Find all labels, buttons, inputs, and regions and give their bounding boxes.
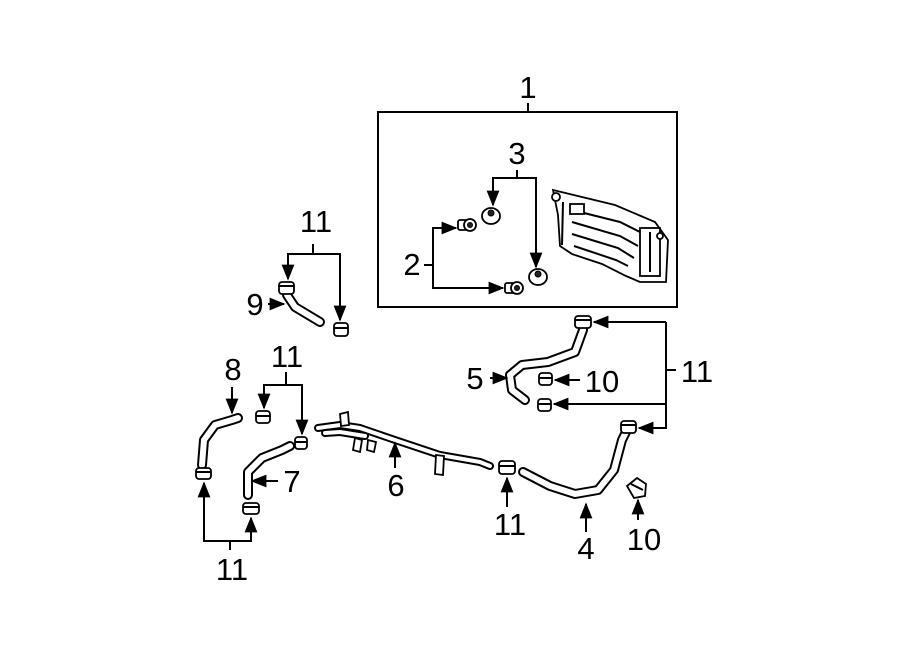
- callout-6: 6: [387, 468, 404, 503]
- mount-bolt-lower: [504, 281, 524, 295]
- callout-7: 7: [283, 464, 300, 499]
- callout-8: 8: [224, 352, 241, 387]
- hose-clamp-7-right: [294, 436, 308, 450]
- callout-10-lower: 10: [627, 522, 661, 557]
- clamp-10-upper: [538, 372, 553, 386]
- leader-line-11a-left: [281, 244, 314, 281]
- grommet-lower: [528, 268, 548, 286]
- leader-line-11e-left: [197, 481, 230, 542]
- hose-clamp-7-bottom: [242, 502, 260, 515]
- leader-line-3b: [517, 177, 543, 269]
- grommet-upper: [481, 207, 501, 225]
- hose-7: [243, 441, 295, 500]
- hose-4: [518, 427, 631, 499]
- hose-9: [282, 290, 325, 327]
- hose-8: [197, 413, 243, 470]
- pipe-assembly-6: [314, 410, 494, 477]
- oil-cooler-assembly-group: [377, 103, 678, 308]
- callout-2: 2: [403, 247, 420, 282]
- callout-4: 4: [577, 531, 594, 566]
- callout-9: 9: [246, 287, 263, 322]
- leader-line-3a: [486, 170, 518, 207]
- callout-11-center: 11: [494, 507, 526, 542]
- leader-line-11e-right: [230, 516, 258, 542]
- leader-line-2b: [432, 265, 505, 295]
- callout-11-lower-left: 11: [216, 552, 248, 587]
- hose-5: [505, 325, 588, 405]
- mount-bolt-upper: [457, 218, 477, 232]
- clamp-10-lower: [625, 476, 647, 499]
- hose-clamp-5-top: [574, 315, 592, 329]
- hose-clamp-9-bottom: [333, 322, 349, 337]
- hose-clamp-4-left: [498, 460, 516, 475]
- callout-10-upper: 10: [585, 364, 619, 399]
- hose-clamp-5-bottom: [537, 398, 552, 412]
- leader-line-2a: [432, 221, 458, 265]
- leader-line-11a-right: [313, 253, 347, 322]
- hose-clamp-7-top: [255, 410, 271, 424]
- callout-3: 3: [508, 136, 525, 171]
- hose-clamp-4-top: [620, 420, 637, 434]
- hose-clamp-8: [195, 467, 212, 480]
- callout-11-middle-left: 11: [271, 339, 303, 374]
- leader-line-11b-bottom: [637, 404, 667, 435]
- callout-5: 5: [466, 361, 483, 396]
- callout-11-upper-left: 11: [300, 204, 332, 239]
- callout-1: 1: [519, 70, 536, 105]
- leader-line-11d-right: [286, 384, 309, 436]
- leader-line-11d-left: [257, 372, 287, 410]
- hose-clamp-9-top: [278, 281, 295, 295]
- callout-11-right: 11: [681, 354, 713, 389]
- oil-cooler: [551, 188, 669, 283]
